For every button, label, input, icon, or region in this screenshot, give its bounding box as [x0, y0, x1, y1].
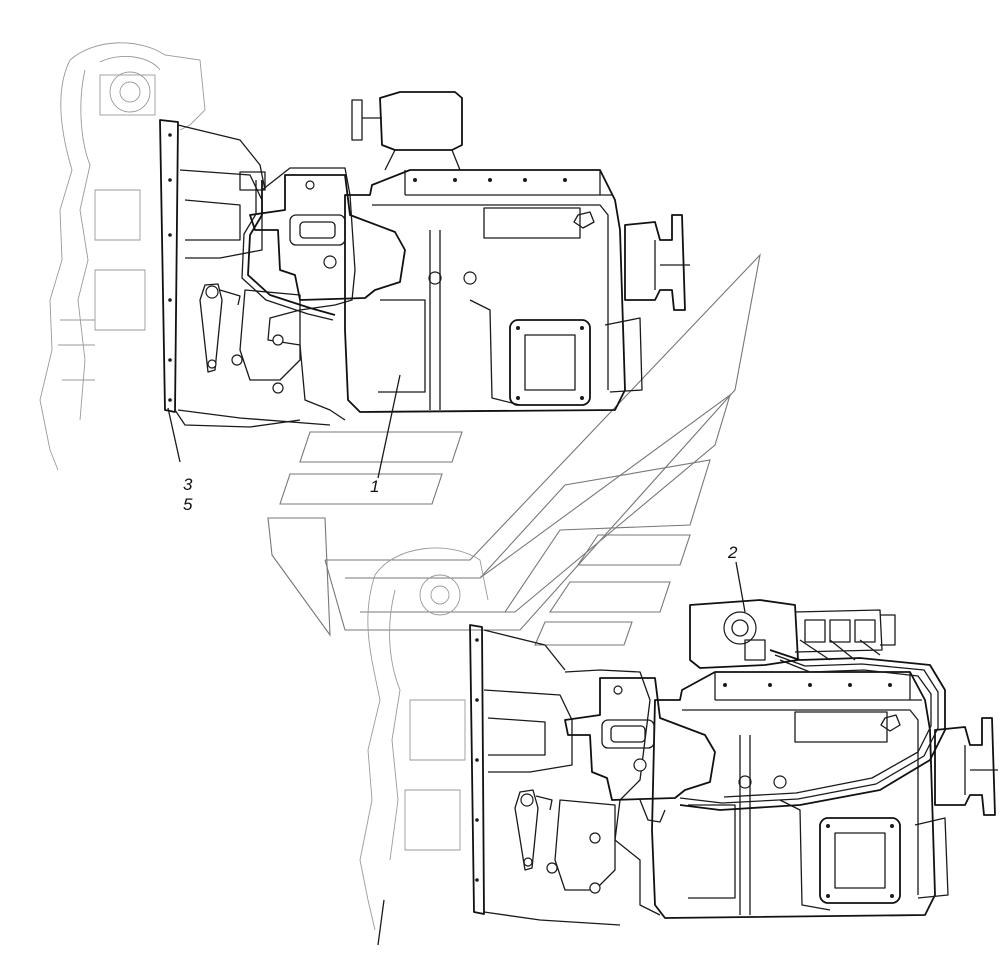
watermark-logo: [267, 253, 761, 646]
top-engine-outline: [39, 42, 206, 471]
bottom-gearbox-assembly: [359, 547, 998, 946]
top-output-flange: [624, 214, 686, 311]
top-gearbox-assembly: [39, 42, 690, 479]
bottom-solenoid-module: [689, 599, 799, 669]
leader-1-bottom: [377, 899, 385, 946]
leader-3: [167, 407, 181, 463]
bottom-valve-block: [564, 677, 716, 801]
bottom-pto-cover: [819, 817, 901, 904]
top-valve-block: [249, 174, 406, 301]
top-clutch-flange: [159, 119, 179, 413]
bottom-output-flange: [934, 717, 996, 816]
top-pto-cover: [509, 319, 591, 406]
bottom-clutch-flange: [469, 624, 485, 915]
callout-3: 3: [183, 475, 193, 494]
callout-2: 2: [728, 543, 738, 562]
top-shift-cover: [379, 91, 463, 151]
bottom-gearbox-case: [651, 671, 936, 919]
bottom-release-lever: [514, 789, 539, 871]
bottom-engine-outline: [359, 547, 489, 931]
callout-5: 5: [183, 495, 193, 514]
leader-1: [377, 374, 401, 479]
leader-2: [735, 561, 746, 613]
bottom-harness: [679, 649, 946, 811]
top-release-lever: [199, 283, 223, 373]
top-air-pipe: [247, 180, 336, 316]
callout-1: 1: [370, 477, 380, 496]
top-gearbox-case: [344, 169, 626, 413]
